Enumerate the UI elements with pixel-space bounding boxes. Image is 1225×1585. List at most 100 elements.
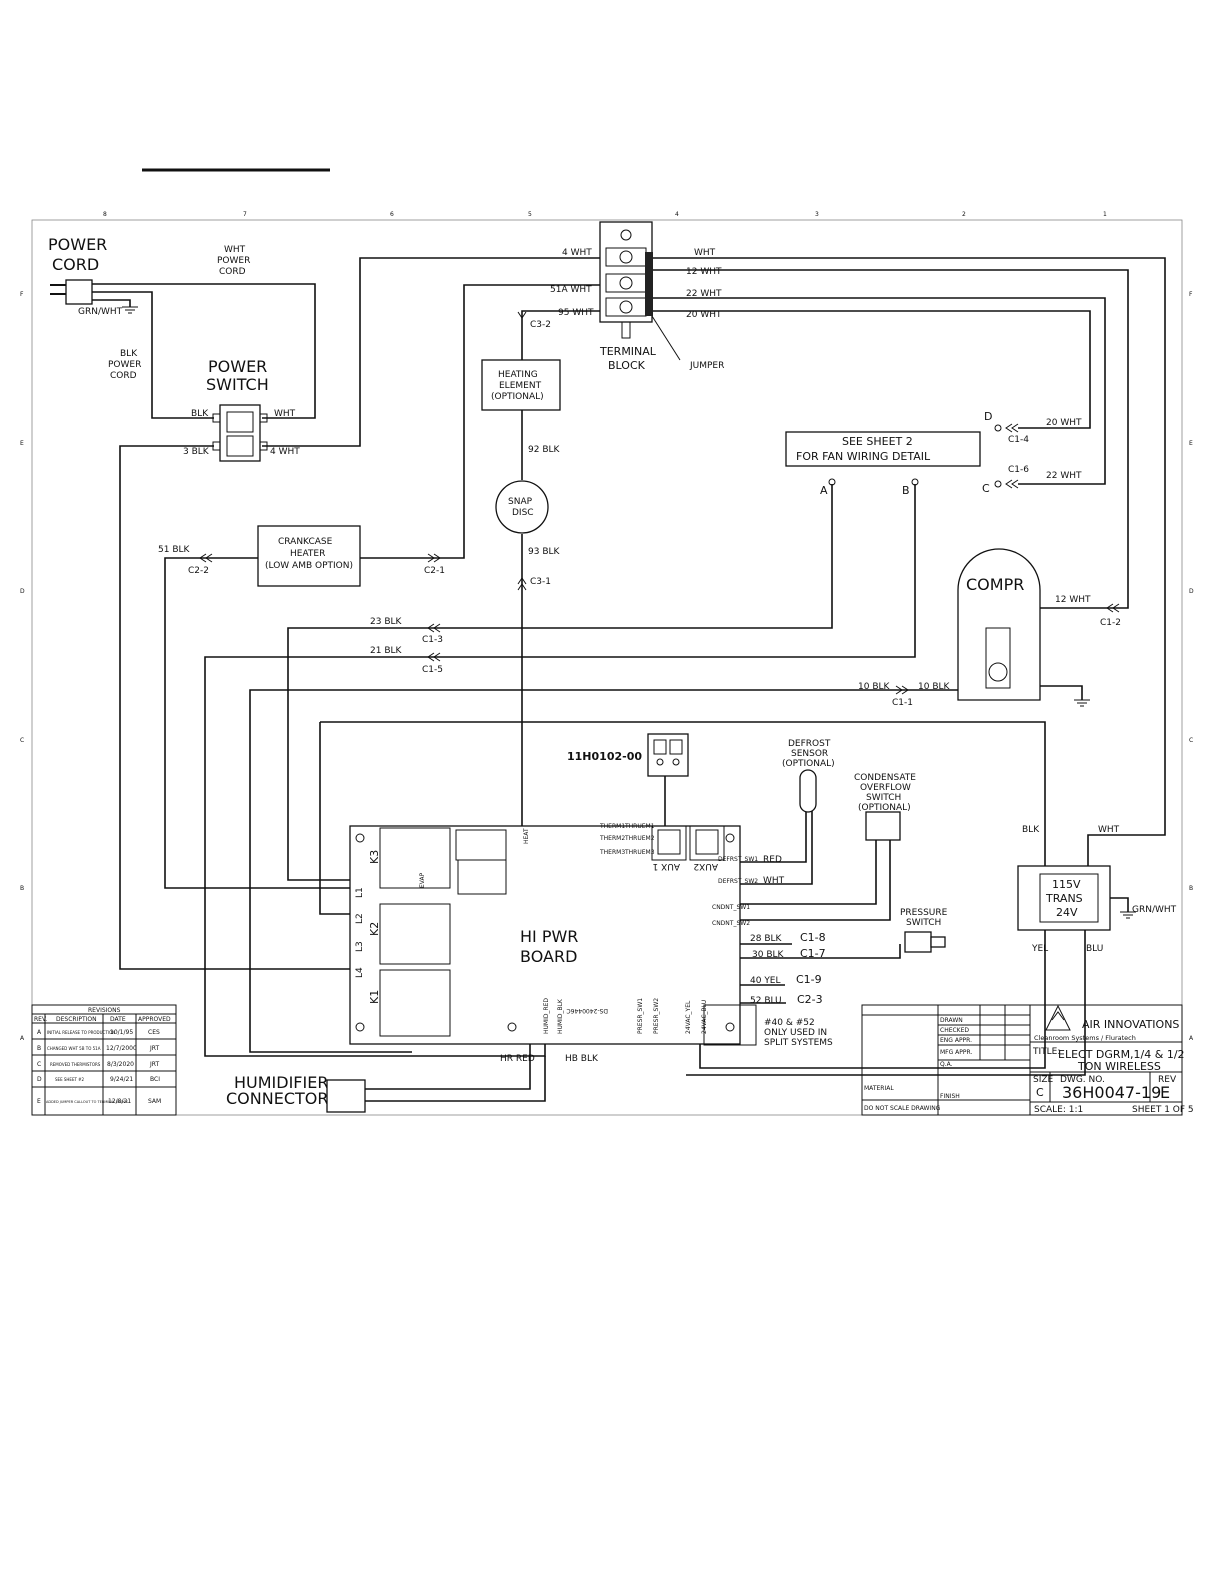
tb-title-label: TITLE:	[1032, 1047, 1060, 1057]
pressure-switch-icon	[904, 931, 946, 953]
zone-row: E	[20, 440, 24, 447]
trans-label: 24V	[1056, 906, 1078, 919]
wire-28: 28 BLK	[750, 934, 783, 944]
fan-note-box	[785, 431, 981, 467]
zone-row: D	[1189, 588, 1194, 595]
rev-header: REV.	[34, 1016, 47, 1023]
tb-scale: SCALE: 1:1	[1034, 1105, 1083, 1115]
c1-9: C1-9	[796, 973, 822, 986]
snap-disc	[495, 480, 549, 534]
c2-3: C2-3	[797, 993, 823, 1006]
rev-header: DESCRIPTION	[56, 1016, 97, 1023]
fan-note: FOR FAN WIRING DETAIL	[796, 450, 931, 463]
tb-small: DRAWN	[940, 1017, 963, 1024]
title-block	[861, 1004, 1183, 1116]
wire-40: 40 YEL	[750, 976, 781, 986]
ground-icon	[1074, 699, 1090, 707]
defrost-label: (OPTIONAL)	[782, 759, 835, 769]
trans-gnd: GRN/WHT	[1132, 905, 1177, 915]
rev-cell: 8/3/2020	[107, 1061, 134, 1068]
zone-row: F	[1189, 291, 1193, 298]
line-l2: L2	[355, 913, 365, 924]
line-l3: L3	[355, 941, 365, 952]
power-plug-icon	[50, 279, 93, 305]
tb-small: Q.A.	[940, 1061, 953, 1068]
condensate-label: OVERFLOW	[860, 783, 911, 793]
wire-20-label: 20 WHT	[1046, 418, 1082, 428]
ground-label: GRN/WHT	[78, 307, 123, 317]
crankcase-label: HEATER	[290, 549, 325, 559]
zone-row: A	[20, 1035, 25, 1042]
relay-blocks	[379, 827, 507, 1037]
zone-row: B	[1189, 885, 1193, 892]
power-switch	[212, 404, 268, 462]
svg-text:CNDNT_SW1: CNDNT_SW1	[712, 904, 750, 911]
trans-wht: WHT	[1098, 825, 1120, 835]
tb-small: DO NOT SCALE DRAWING	[864, 1105, 941, 1112]
hr-red: HR RED	[500, 1054, 535, 1064]
svg-text:DEFRST_SW1: DEFRST_SW1	[718, 856, 758, 863]
fan-b: B	[902, 484, 910, 497]
svg-text:THERM3: THERM3	[599, 849, 625, 856]
humidifier-label: HUMIDIFIER	[234, 1073, 328, 1092]
c1-5-label: C1-5	[422, 665, 443, 675]
rev-title: REVISIONS	[88, 1007, 121, 1014]
tb-rev: E	[1160, 1083, 1170, 1102]
compressor-label: COMPR	[966, 575, 1024, 594]
zone-row: D	[20, 588, 25, 595]
wires	[92, 257, 1166, 1102]
c3-1-label: C3-1	[530, 577, 551, 587]
wht-power-cord-label: POWER	[217, 256, 250, 266]
c2-1-label: C2-1	[424, 566, 445, 576]
aux1: AUX 1	[653, 861, 681, 871]
svg-text:DEFRST_SW2: DEFRST_SW2	[718, 878, 758, 885]
tb-company: AIR INNOVATIONS	[1082, 1018, 1179, 1031]
tb-rev-label: REV	[1158, 1075, 1177, 1085]
blk-power-cord-label: POWER	[108, 360, 141, 370]
c3-2-label: C3-2	[530, 320, 551, 330]
rev-cell: 12/8/21	[108, 1098, 131, 1105]
svg-text:PRESR_SW2: PRESR_SW2	[653, 998, 660, 1034]
svg-text:CNDNT_SW2: CNDNT_SW2	[712, 920, 750, 927]
condensate-switch	[865, 811, 901, 841]
c1-7: C1-7	[800, 947, 826, 960]
rev-cell: REMOVED THERMISTORS	[50, 1062, 101, 1067]
transformer	[1017, 865, 1111, 931]
heating-element-label: HEATING	[498, 370, 538, 380]
revisions-table	[31, 1004, 177, 1116]
svg-text:THERM2: THERM2	[599, 835, 625, 842]
zone-col: 3	[815, 211, 819, 218]
zone-col: 8	[103, 211, 107, 218]
wire-22-label: 22 WHT	[1046, 471, 1082, 481]
tb-title: ELECT DGRM,1/4 & 1/2	[1058, 1048, 1185, 1061]
heating-element-label: (OPTIONAL)	[491, 392, 544, 402]
humidifier-label: CONNECTOR	[226, 1089, 328, 1108]
c2-2-label: C2-2	[188, 566, 209, 576]
ground-icon	[1120, 911, 1136, 919]
drawing-frame	[31, 219, 1183, 1116]
tb-right-wire: 20 WHT	[686, 310, 722, 320]
pressure-label: SWITCH	[906, 918, 941, 928]
switch-4wht: 4 WHT	[270, 447, 300, 457]
terminal-block-label: TERMINAL	[599, 345, 657, 358]
tb-sheet: SHEET 1 OF 5	[1132, 1105, 1194, 1115]
tb-right-wire: WHT	[694, 248, 716, 258]
zone-row: A	[1189, 1035, 1194, 1042]
tb-small: ENG APPR.	[940, 1037, 972, 1044]
tb-right-wire: 12 WHT	[686, 267, 722, 277]
c1-2-label: C1-2	[1100, 618, 1121, 628]
rev-cell: D	[37, 1076, 42, 1083]
zone-row: C	[20, 737, 24, 744]
terminal-block	[599, 221, 653, 339]
snap-disc-label: DISC	[512, 508, 534, 518]
tb-small: MFG APPR.	[940, 1049, 972, 1056]
rev-cell: 12/7/2000	[106, 1045, 137, 1052]
blk-power-cord-label: BLK	[120, 349, 138, 359]
tb-right-wire: 22 WHT	[686, 289, 722, 299]
board-wht: WHT	[763, 876, 785, 886]
rev-cell: ADDED JUMPER CALLOUT TO TERMINAL BLOCK	[46, 1100, 129, 1104]
tb-sub: Cleanroom Systems / Fluratech	[1034, 1034, 1136, 1042]
rev-header: DATE	[110, 1016, 126, 1023]
tb-title: TON WIRELESS	[1077, 1060, 1161, 1073]
wire-23-label: 23 BLK	[370, 617, 403, 627]
